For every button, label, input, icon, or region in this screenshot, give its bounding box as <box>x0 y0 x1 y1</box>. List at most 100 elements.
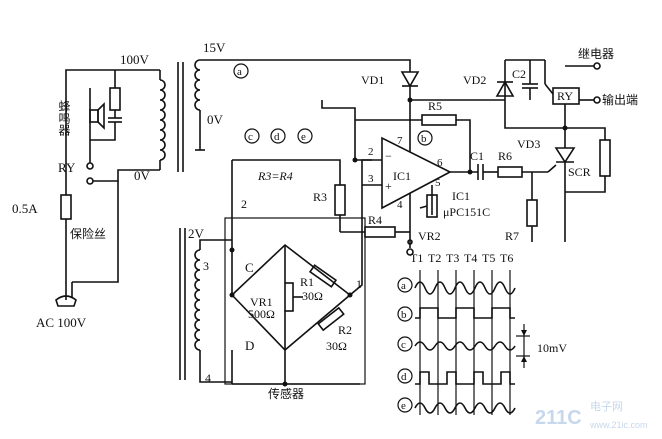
label-part-no: μPC151C <box>443 205 490 219</box>
time-label: T2 <box>428 251 441 265</box>
r5-resistor <box>421 114 457 126</box>
fuse-icon <box>60 194 72 220</box>
r7-resistor <box>526 199 538 227</box>
time-label: T5 <box>482 251 495 265</box>
scr-resistor <box>599 139 611 177</box>
row-label-a: a <box>401 280 406 292</box>
label-d: D <box>245 338 254 353</box>
label-vd1: VD1 <box>361 73 384 87</box>
r4-resistor <box>364 226 396 238</box>
label-eq: R3=R4 <box>257 169 293 183</box>
label-r4: R4 <box>368 213 382 227</box>
node-c: c <box>248 131 253 143</box>
time-label: T3 <box>446 251 459 265</box>
buzzer-horn-icon <box>97 102 105 130</box>
label-pin4: 4 <box>397 199 403 211</box>
waveform-c <box>414 341 516 351</box>
label-plus: + <box>385 179 392 193</box>
r6-resistor <box>497 166 523 178</box>
buzzer-icon <box>89 109 99 123</box>
transformer-secondary <box>179 59 235 383</box>
node-b: b <box>421 133 427 145</box>
watermark-text: 211C <box>535 407 582 429</box>
time-label: T1 <box>410 251 423 265</box>
label-c2: C2 <box>512 67 526 81</box>
label-vr2: VR2 <box>418 229 441 243</box>
label-pin7: 7 <box>397 135 403 147</box>
label-relay: 继电器 <box>578 47 614 61</box>
secondary-winding-2v <box>194 249 201 351</box>
label-r2-value: 30Ω <box>326 339 347 353</box>
label-vd2: VD2 <box>463 73 486 87</box>
label-r5: R5 <box>428 99 442 113</box>
label-r7: R7 <box>505 229 519 243</box>
amplifier <box>232 59 548 256</box>
label-pin2: 2 <box>368 146 374 158</box>
row-label-c: c <box>401 339 406 351</box>
label-pin6: 6 <box>437 157 443 169</box>
label-r2: R2 <box>338 323 352 337</box>
output-stage <box>495 59 611 242</box>
label-100v: 100V <box>120 52 150 67</box>
node-e: e <box>301 131 306 143</box>
vd1-diode <box>400 71 420 88</box>
buzzer-resistor <box>109 87 121 111</box>
watermark-url: www.21ic.com <box>589 420 648 430</box>
label-ry: RY <box>557 89 573 103</box>
label-0v-primary: 0V <box>134 168 151 183</box>
label-tap3: 3 <box>203 259 209 273</box>
vr1-resistor <box>284 282 294 312</box>
opamp-ic1 <box>381 136 452 210</box>
vd2-diode <box>495 80 515 97</box>
waveform-d <box>415 371 515 385</box>
time-label: T4 <box>464 251 477 265</box>
waveforms: T1 T2 T3 T4 T5 T6 a b c d e <box>397 251 567 415</box>
ac-plug-icon <box>55 295 77 307</box>
supply-section <box>55 62 184 307</box>
waveform-a <box>414 281 516 295</box>
label-tap4: 4 <box>205 371 211 385</box>
node-d: d <box>274 131 280 143</box>
watermark-site: 电子网 <box>590 400 623 413</box>
waveform-e <box>414 402 516 414</box>
label-amplitude: 10mV <box>537 341 567 355</box>
label-r1-value: 30Ω <box>302 289 323 303</box>
relay-coil <box>552 87 580 105</box>
node-a: a <box>237 66 242 78</box>
label-r1: R1 <box>300 275 314 289</box>
label-fuse: 保险丝 <box>70 226 106 241</box>
row-label-b: b <box>401 309 407 321</box>
label-r6: R6 <box>498 149 512 163</box>
label-2v: 2V <box>188 226 205 241</box>
row-label-d: d <box>401 371 407 383</box>
label-pin3: 3 <box>368 173 374 185</box>
label-vr1-value: 500Ω <box>248 307 275 321</box>
label-tap2: 2 <box>241 197 247 211</box>
label-ac: AC 100V <box>36 315 87 330</box>
r1-resistor <box>308 264 338 288</box>
label-vr1: VR1 <box>250 295 273 309</box>
label-buzzer: 蜂鸣器 <box>57 100 71 137</box>
label-vd3: VD3 <box>517 137 540 151</box>
waveform-b <box>415 307 515 319</box>
label-relay-contact: RY <box>58 160 76 175</box>
label-c: C <box>245 260 254 275</box>
label-0v: 0V <box>207 112 224 127</box>
label-ic1: IC1 <box>393 169 411 183</box>
label-node1: 1 <box>356 277 362 291</box>
label-fuse-rating: 0.5A <box>12 201 38 216</box>
primary-winding <box>159 79 166 161</box>
watermark-logo: 211C 电子网 www.21ic.com <box>535 400 648 430</box>
secondary-winding-15v <box>194 59 201 111</box>
row-label-e: e <box>401 400 406 412</box>
label-15v: 15V <box>203 40 226 55</box>
label-part: IC1 <box>452 189 470 203</box>
relay-contact-open <box>86 162 94 170</box>
r2-resistor <box>317 306 345 332</box>
vd3-scr-icon <box>554 147 576 164</box>
label-minus: − <box>385 149 392 163</box>
labels: 100V 0V 0.5A 保险丝 AC 100V RY 蜂鸣器 15V 0V 2… <box>12 40 638 401</box>
relay-contact-close <box>86 177 94 185</box>
